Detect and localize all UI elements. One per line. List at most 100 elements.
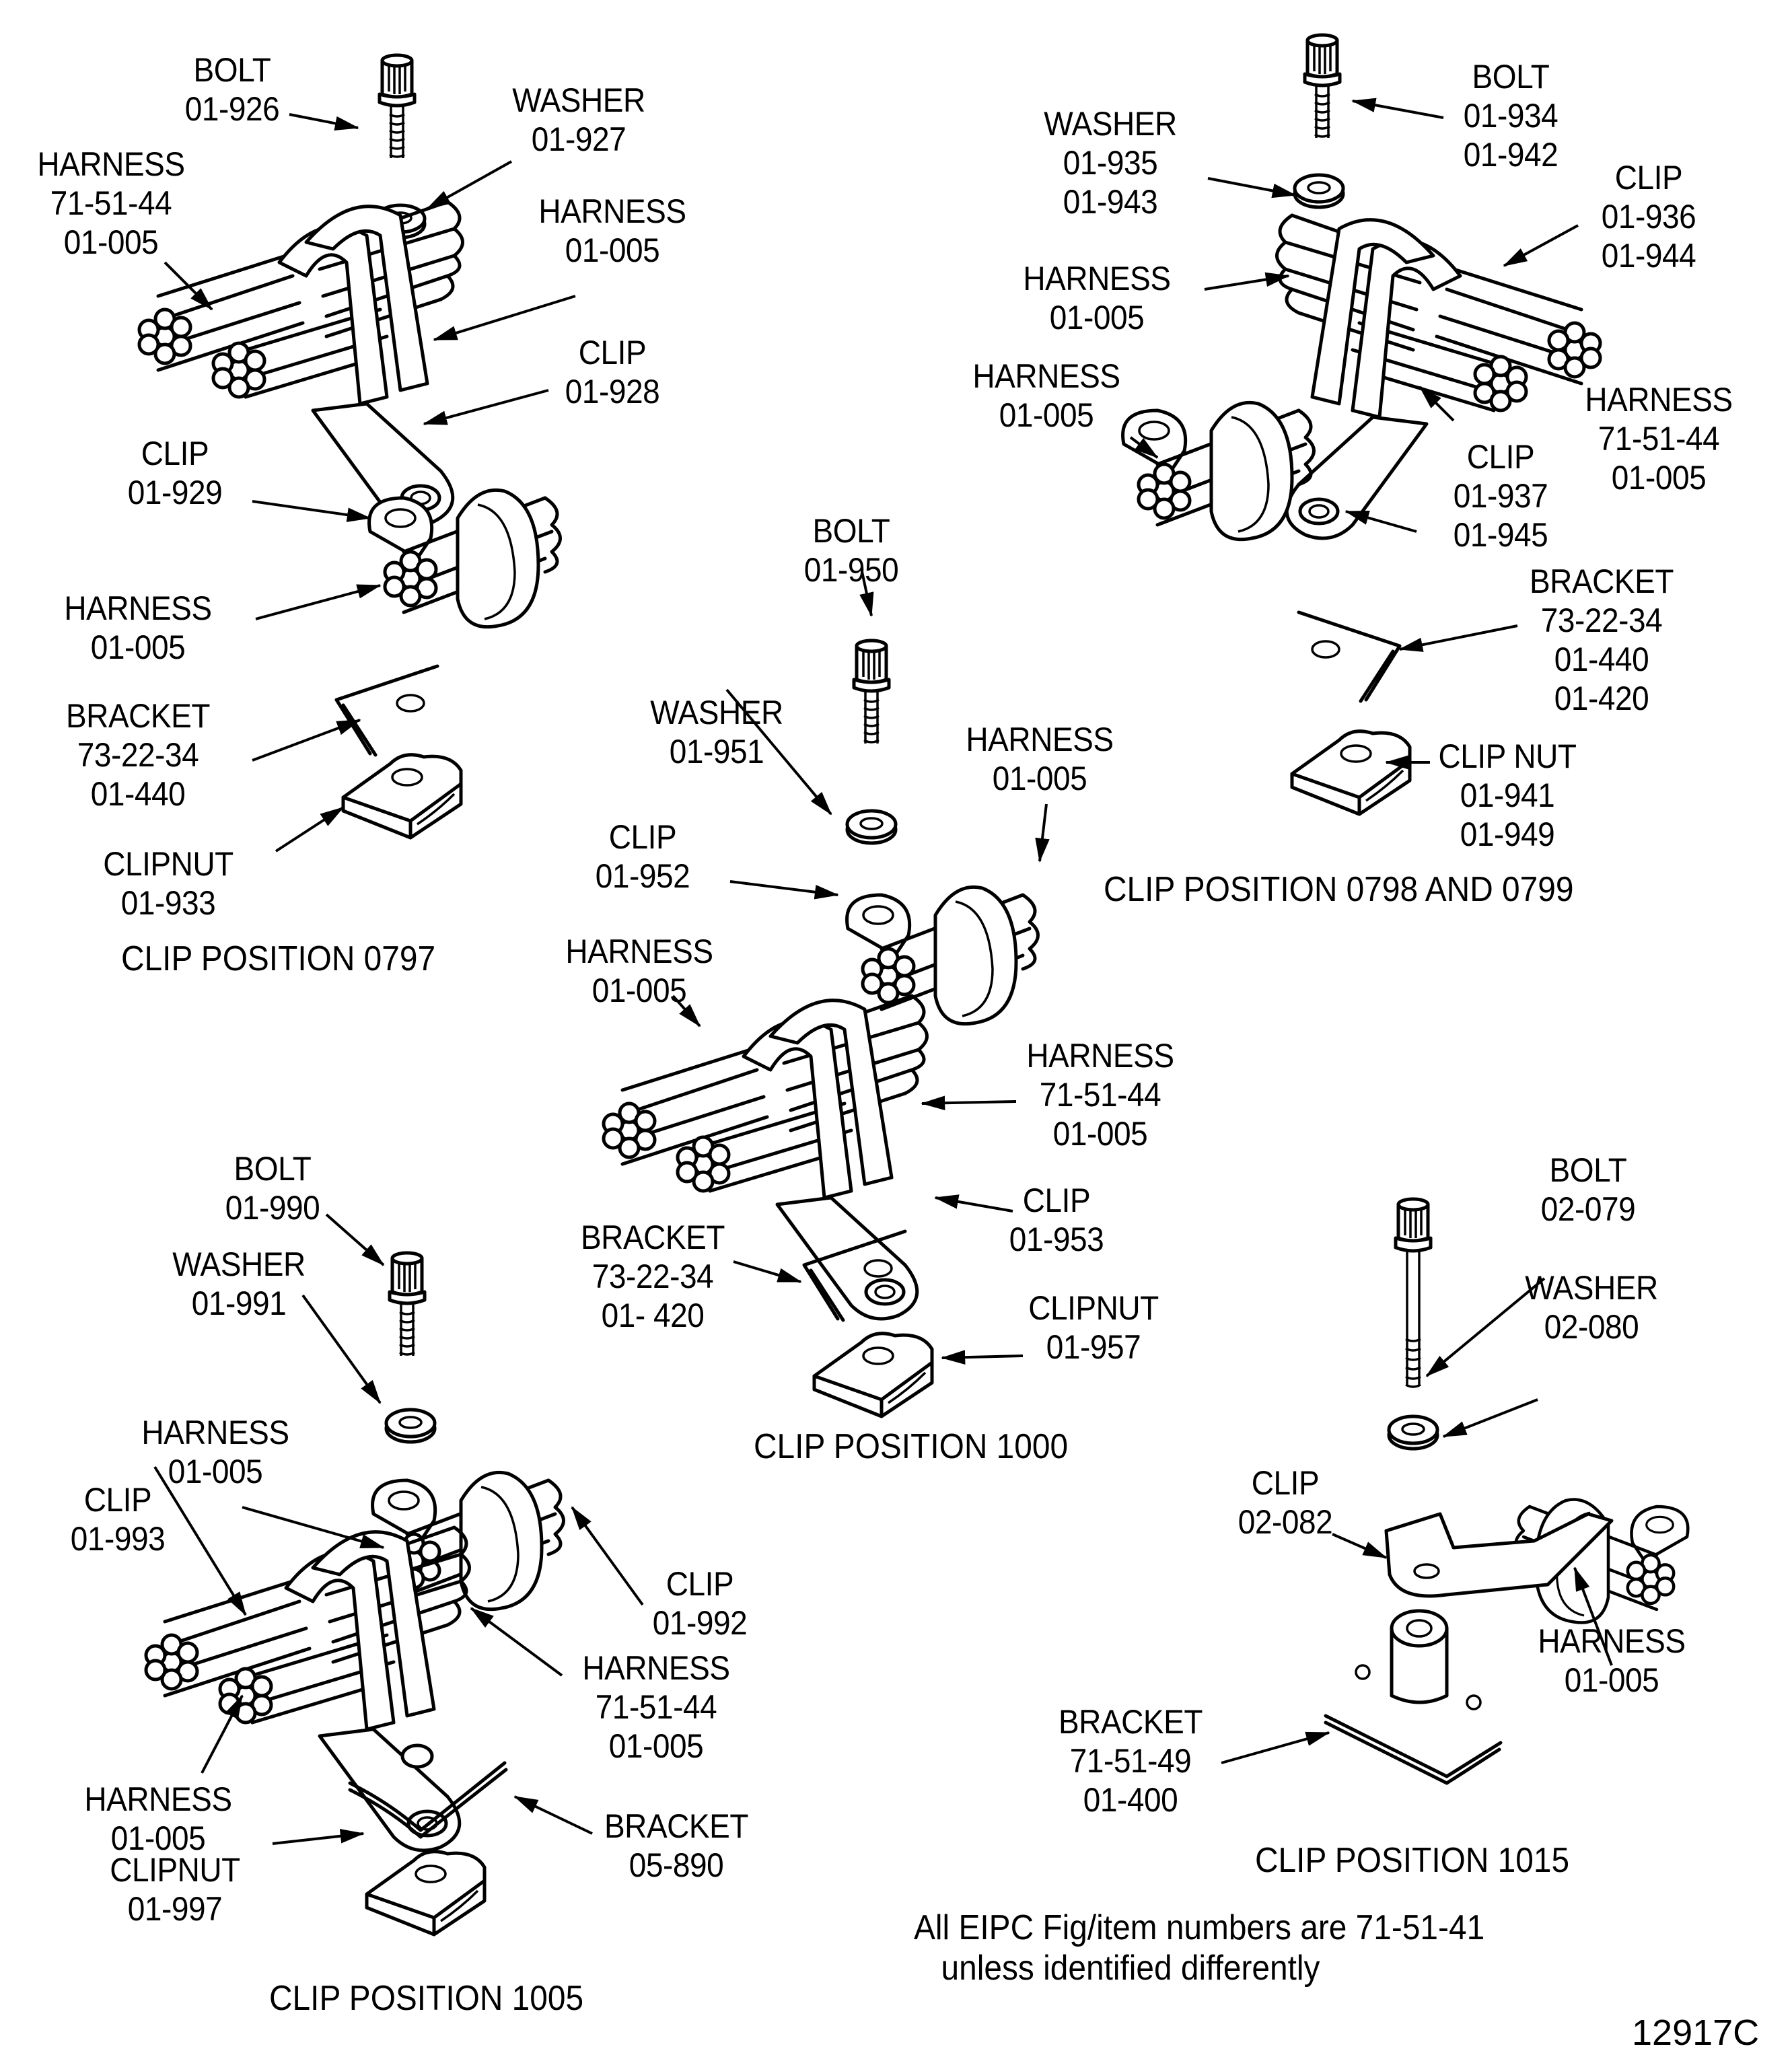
callout-name: BRACKET (580, 1219, 725, 1256)
callout-name: HARNESS (64, 589, 212, 627)
washer-part (386, 1410, 435, 1442)
boss-top (1390, 1609, 1449, 1648)
rivet-hole (1355, 1664, 1371, 1680)
callout-harness-01-005: HARNESS 01-005 (969, 357, 1124, 435)
leader-arrow (859, 568, 874, 617)
leader-arrow (1129, 436, 1159, 459)
callout-name: BOLT (193, 51, 271, 89)
caption-clip-position-1000: CLIP POSITION 1000 (754, 1427, 1069, 1466)
assembly-1005 (146, 1213, 644, 1935)
leader-arrow (1425, 1277, 1546, 1377)
callout-number: 01-992 (652, 1604, 748, 1642)
callout-washer-01-927: WASHER 01-927 (507, 81, 650, 159)
bolt-part (1396, 1199, 1431, 1387)
note-line: unless identified differently (941, 1949, 1320, 1988)
bolt-part (390, 1253, 425, 1356)
callout-harness-71-51-44: HARNESS 71-51-44 01-005 (1023, 1036, 1178, 1153)
callout-name: WASHER (650, 694, 783, 731)
callout-bolt-02-079: BOLT 02-079 (1526, 1151, 1650, 1229)
callout-clip-01-936: CLIP 01-936 01-944 (1587, 158, 1711, 275)
callout-clip-01-937: CLIP 01-937 01-945 (1439, 437, 1563, 554)
leader-arrow (153, 1466, 247, 1616)
callout-number: 01-952 (595, 857, 690, 895)
callout-name: CLIP (1466, 438, 1535, 476)
callout-number: 01-936 (1601, 198, 1696, 236)
assembly-0798-0799 (1123, 35, 1600, 814)
callout-name: WASHER (1044, 105, 1177, 143)
callout-name: HARNESS (84, 1780, 232, 1818)
leader-arrow (729, 880, 839, 900)
leader-arrow (252, 719, 361, 762)
callout-name: CLIP (83, 1481, 152, 1519)
callout-number: 73-22-34 (1540, 602, 1663, 639)
callout-harness-71-51-44: HARNESS 71-51-44 01-005 (579, 1649, 733, 1766)
callout-name: HARNESS (582, 1649, 730, 1687)
callout-harness-71-51-44: HARNESS 71-51-44 01-005 (34, 145, 188, 262)
callout-harness-01-005: HARNESS 01-005 (1019, 259, 1174, 337)
assembly-0797 (139, 55, 576, 853)
clip-foot-part (1384, 1512, 1614, 1598)
leader-arrow (255, 584, 382, 620)
callout-name: CLIP (608, 818, 677, 856)
callout-number: 01-440 (90, 775, 186, 813)
leader-arrow (242, 1506, 385, 1549)
callout-harness-01-005: HARNESS 01-005 (61, 589, 215, 667)
callout-number: 01-953 (1009, 1221, 1104, 1258)
callout-name: HARNESS (538, 192, 686, 230)
callout-bracket-05-890: BRACKET 05-890 (599, 1807, 754, 1885)
callout-number: 01-945 (1453, 516, 1548, 554)
callout-number: 01-997 (127, 1890, 223, 1928)
callout-washer-02-080: WASHER 02-080 (1520, 1268, 1663, 1346)
callout-clipnut-01-997: CLIPNUT 01-997 (101, 1850, 250, 1928)
leader-arrow (1351, 98, 1444, 119)
callout-number: 01-942 (1463, 136, 1558, 174)
callout-washer-01-951: WASHER 01-951 (645, 693, 788, 771)
leader-arrow (289, 113, 359, 131)
leader-arrow (433, 295, 576, 341)
callout-harness-01-005: HARNESS 01-005 (1534, 1622, 1689, 1700)
leader-arrow (423, 389, 549, 425)
callout-name: BOLT (1549, 1151, 1627, 1189)
callout-number: 01-928 (565, 373, 660, 410)
washer-part (1389, 1416, 1437, 1449)
bracket-part (1299, 612, 1400, 701)
leader-arrow (725, 688, 832, 816)
bracket-part (336, 666, 437, 755)
callout-name: CLIPNUT (110, 1851, 240, 1889)
callout-number: 01-005 (110, 1819, 206, 1857)
callout-bracket-71-51-49: BRACKET 71-51-49 01-400 (1053, 1702, 1208, 1819)
caption-clip-position-1005: CLIP POSITION 1005 (269, 1979, 584, 2018)
callout-name: WASHER (512, 81, 645, 119)
callout-number: 01-941 (1460, 776, 1555, 814)
callout-name: HARNESS (1585, 381, 1733, 419)
leader-arrow (921, 1095, 1017, 1111)
leader-arrow (1332, 1533, 1388, 1559)
callout-number: 01-935 (1063, 144, 1158, 182)
leader-arrow (426, 160, 512, 210)
callout-clipnut-01-957: CLIPNUT 01-957 (1019, 1289, 1168, 1367)
loop-clip-part (847, 887, 1038, 1023)
callout-bolt-01-990: BOLT 01-990 (211, 1149, 334, 1227)
callout-name: CLIPNUT (1028, 1289, 1159, 1327)
leader-arrow (301, 1294, 382, 1404)
clipnut-part (343, 755, 461, 838)
callout-number: 71-51-44 (595, 1688, 717, 1726)
callout-name: CLIP (578, 334, 647, 371)
callout-number: 01-440 (1554, 641, 1649, 678)
callout-number: 01-005 (90, 628, 186, 666)
callout-number: 01-420 (1554, 680, 1649, 717)
callout-number: 01-927 (531, 120, 626, 158)
callout-number: 71-51-49 (1069, 1742, 1192, 1780)
callout-number: 01- 420 (601, 1297, 705, 1334)
callout-clip-01-929: CLIP 01-929 (113, 434, 237, 512)
leader-arrow (571, 1506, 644, 1606)
callout-name: CLIPNUT (103, 845, 234, 883)
assembly-1015 (1221, 1199, 1688, 1785)
callout-name: CLIP (666, 1565, 734, 1603)
leader-arrow (164, 261, 213, 311)
callout-name: HARNESS (141, 1414, 289, 1451)
callout-name: CLIP (1251, 1464, 1320, 1502)
callout-number: 02-080 (1544, 1308, 1639, 1346)
callout-number: 01-993 (70, 1520, 166, 1558)
boss-hole (1406, 1619, 1433, 1638)
